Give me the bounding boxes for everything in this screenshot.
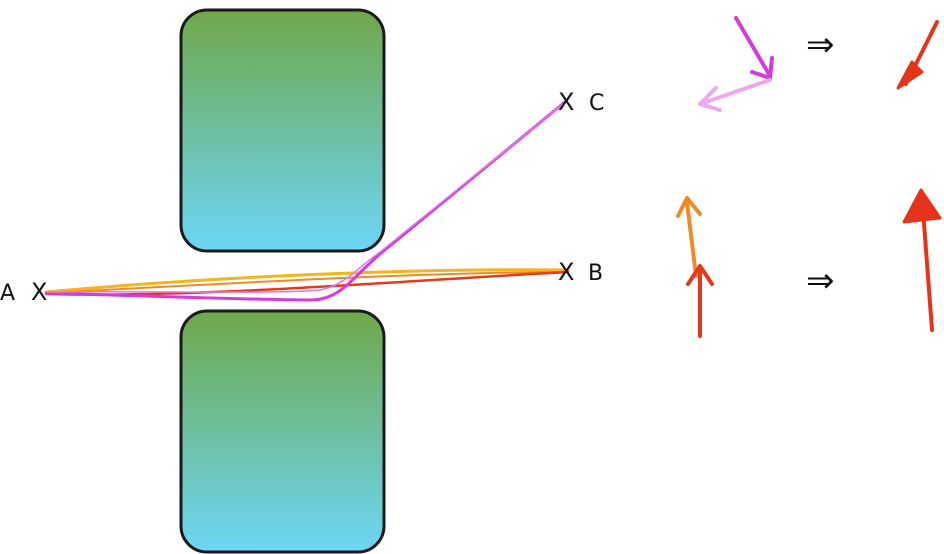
- upper-obstacle-block: [179, 8, 386, 253]
- point-b-marker: X: [558, 258, 574, 286]
- implies-symbol-top: ⇒: [806, 25, 835, 65]
- point-a-marker: X: [31, 278, 47, 306]
- point-a-label: A: [0, 281, 15, 306]
- red-arrow-down-left-icon: [896, 20, 939, 90]
- point-c-marker: X: [558, 88, 574, 116]
- magenta-and-pink-arrow-icons: [698, 16, 774, 112]
- lower-obstacle-block: [179, 309, 386, 554]
- point-b-label: B: [588, 261, 603, 286]
- path-orange-a-to-b: [45, 271, 569, 294]
- implies-symbol-bottom: ⇒: [806, 261, 835, 301]
- path-magenta-a-to-c: [44, 100, 567, 302]
- path-yellow-a-to-b: [44, 268, 570, 294]
- path-violet-a-to-c: [45, 103, 564, 293]
- orange-and-red-arrow-icons: [676, 196, 714, 338]
- paths-group: [44, 100, 570, 302]
- point-c-label: C: [589, 91, 604, 116]
- red-arrow-up-icon: [902, 188, 942, 332]
